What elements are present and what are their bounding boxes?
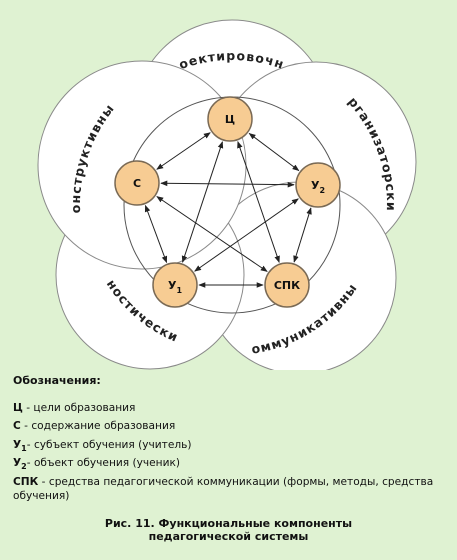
legend-symbol: У bbox=[13, 457, 22, 470]
legend-item-teacher: У1- субъект обучения (учитель) bbox=[13, 438, 443, 457]
legend-symbol: СПК bbox=[13, 475, 39, 488]
legend-symbol: Ц bbox=[13, 401, 23, 414]
legend-title: Обозначения: bbox=[13, 374, 101, 387]
node-label: С bbox=[133, 177, 141, 190]
legend-text: - цели образования bbox=[22, 401, 136, 414]
node-subject-student: У2 bbox=[295, 162, 341, 208]
legend-text: - объект обучения (ученик) bbox=[26, 457, 181, 470]
legend-subscript: 2 bbox=[21, 462, 27, 472]
figure-caption: Рис. 11. Функциональные компоненты педаг… bbox=[0, 517, 457, 543]
node-goals: Ц bbox=[207, 96, 253, 142]
arrow-goals-content bbox=[156, 132, 211, 170]
legend-symbol: С bbox=[13, 420, 21, 433]
node-circle bbox=[207, 96, 253, 142]
legend-symbol: У bbox=[13, 438, 22, 451]
arrow-subject-student-content bbox=[160, 180, 295, 188]
node-label: Ц bbox=[225, 113, 235, 126]
node-circle bbox=[295, 162, 341, 208]
caption-line-2: педагогической системы bbox=[148, 530, 309, 543]
node-label: СПК bbox=[274, 279, 300, 292]
arrow-means-content bbox=[156, 196, 268, 272]
legend: Обозначения: Ц - цели образования С - со… bbox=[13, 373, 443, 502]
arrow-subject-teacher-content bbox=[144, 204, 168, 264]
node-means: СПК bbox=[264, 262, 310, 308]
node-circle bbox=[114, 160, 160, 206]
node-content: С bbox=[114, 160, 160, 206]
legend-item-student: У2- объект обучения (ученик) bbox=[13, 456, 443, 475]
legend-text: - средства педагогической коммуникации (… bbox=[13, 475, 434, 503]
legend-item-goals: Ц - цели образования bbox=[13, 401, 443, 420]
legend-item-content: С - содержание образования bbox=[13, 419, 443, 438]
legend-subscript: 1 bbox=[21, 443, 27, 453]
node-subject-teacher: У1 bbox=[152, 262, 198, 308]
node-circle bbox=[264, 262, 310, 308]
legend-item-means: СПК - средства педагогической коммуникац… bbox=[13, 475, 443, 503]
legend-text: - содержание образования bbox=[20, 420, 176, 433]
diagram-canvas: ПроектировочныйОрганизаторскийКоммуникат… bbox=[0, 0, 417, 370]
legend-text: - субъект обучения (учитель) bbox=[26, 438, 192, 451]
node-circle bbox=[152, 262, 198, 308]
caption-line-1: Рис. 11. Функциональные компоненты bbox=[104, 517, 353, 530]
